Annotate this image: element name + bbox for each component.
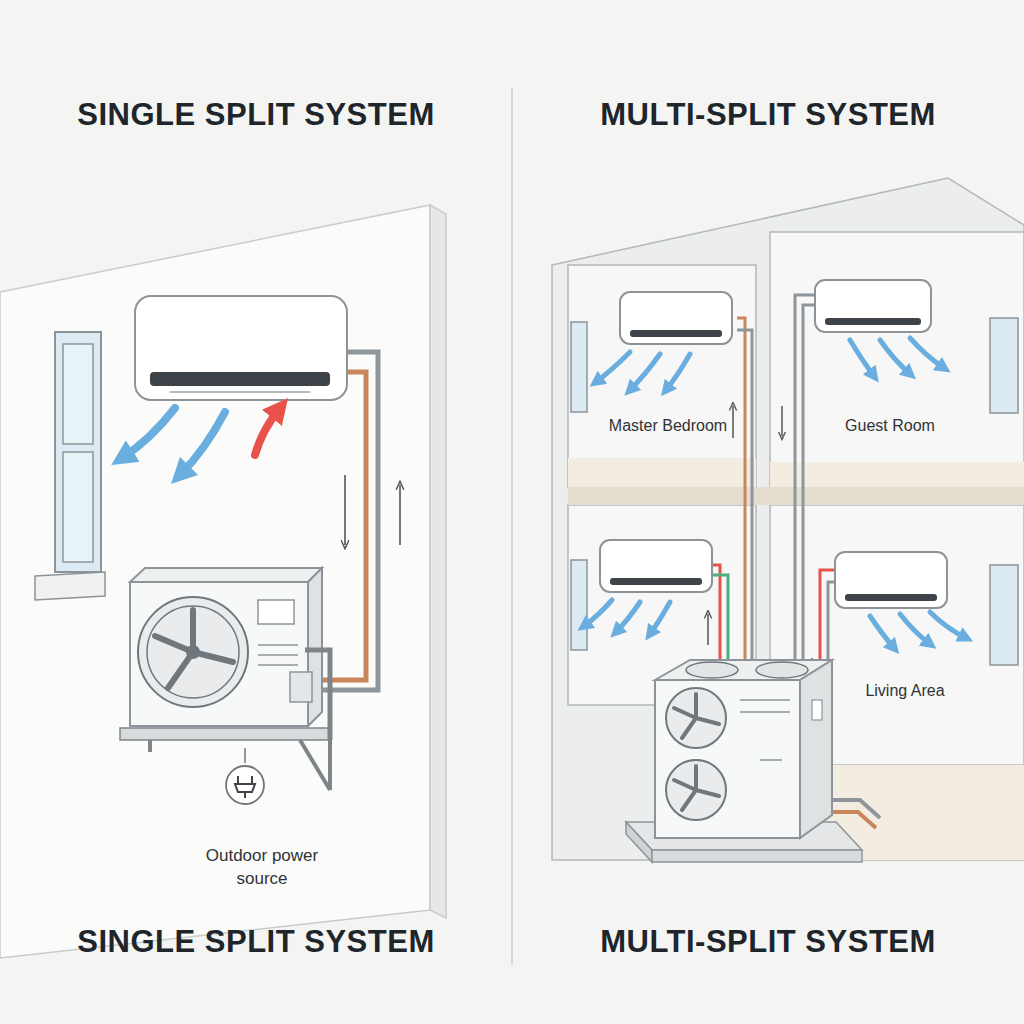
panel-caption: MULTI-SPLIT SYSTEM — [600, 924, 936, 960]
panel-title-holder: SINGLE SPLIT SYSTEM — [77, 97, 434, 133]
panel-caption-holder: MULTI-SPLIT SYSTEM — [600, 924, 936, 960]
panel-caption: SINGLE SPLIT SYSTEM — [77, 924, 434, 960]
room-label-holder: Guest Room — [845, 417, 935, 435]
panel-title-holder: MULTI-SPLIT SYSTEM — [600, 97, 936, 133]
room-label: Living Area — [865, 682, 944, 700]
panel-title: MULTI-SPLIT SYSTEM — [600, 97, 936, 133]
room-label-holder: Master Bedroom — [609, 417, 727, 435]
panel-caption-holder: SINGLE SPLIT SYSTEM — [77, 924, 434, 960]
panel-title: SINGLE SPLIT SYSTEM — [77, 97, 434, 133]
power-label-holder: Outdoor power source — [197, 845, 327, 891]
room-label: Master Bedroom — [609, 417, 727, 435]
room-label-holder: Living Area — [865, 682, 944, 700]
room-label: Guest Room — [845, 417, 935, 435]
power-label: Outdoor power source — [197, 845, 327, 891]
